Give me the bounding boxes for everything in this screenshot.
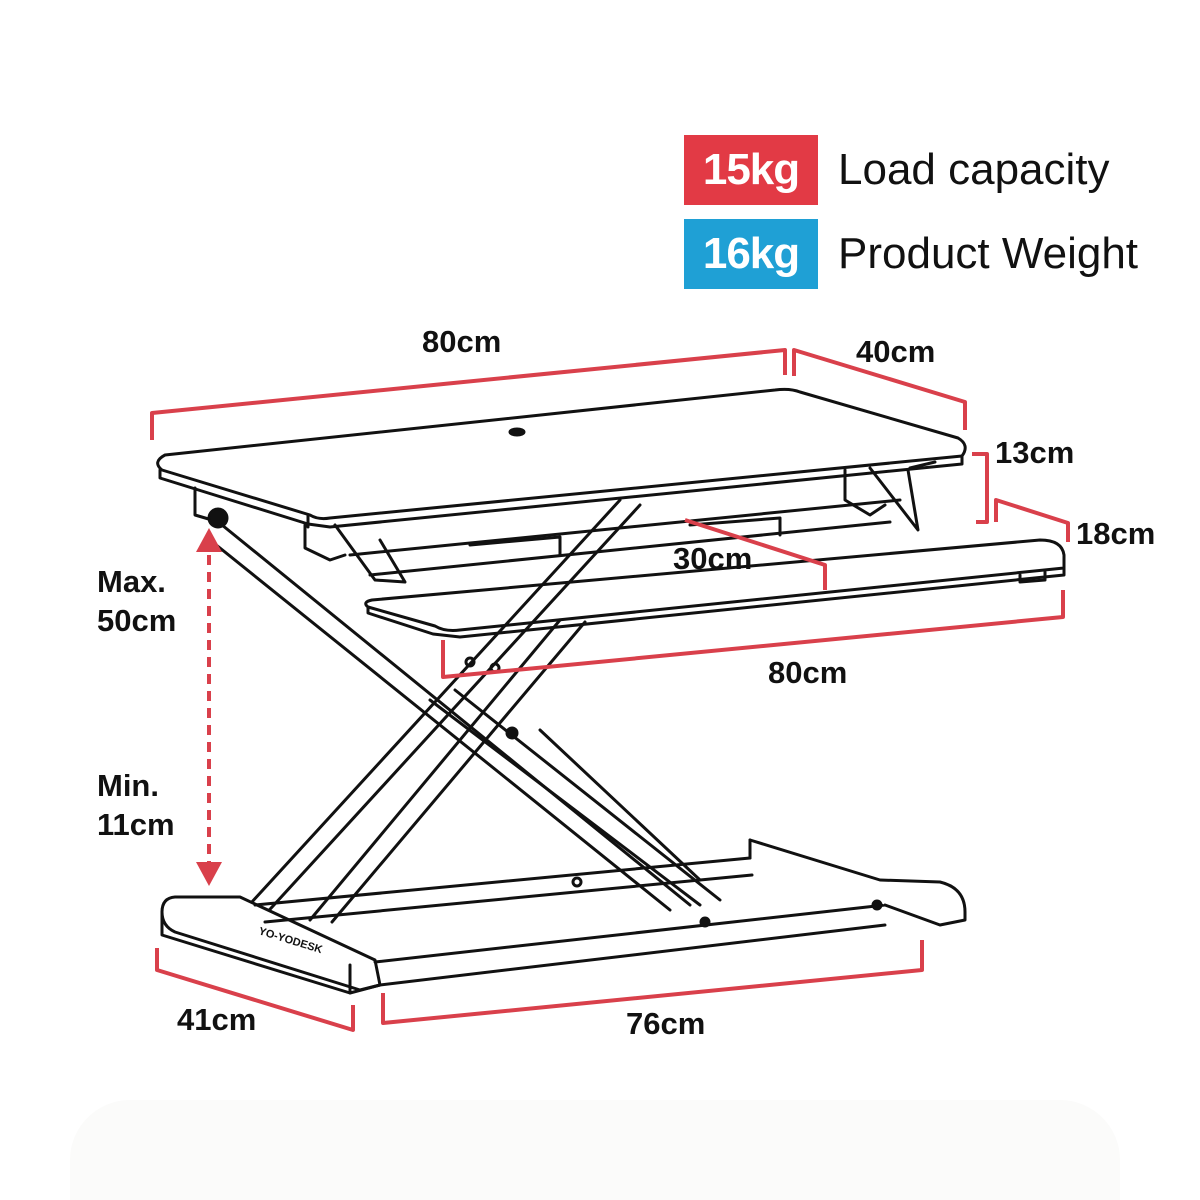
base-depth-dimension [155, 948, 355, 1032]
keyboard-depth-label: 18cm [1076, 516, 1156, 551]
arrow-down-icon [196, 862, 222, 886]
keyboard-depth-dimension [994, 498, 1070, 542]
dimension-lines [150, 348, 1070, 1032]
base-depth-label: 41cm [177, 1002, 257, 1037]
load-capacity-badge: 15kg [684, 135, 818, 205]
keyboard-inner-dimension [684, 518, 827, 590]
height-max-value: 50cm [97, 603, 177, 638]
height-min-value: 11cm [97, 807, 175, 842]
keyboard-width-dimension [441, 590, 1065, 679]
base-width-label: 76cm [626, 1006, 706, 1041]
tier-gap-label: 13cm [995, 435, 1075, 470]
arrow-up-icon [196, 528, 222, 552]
top-width-label: 80cm [422, 324, 502, 359]
top-width-dimension [150, 348, 787, 440]
product-weight-label: Product Weight [838, 229, 1139, 278]
spec-load-capacity: 15kg Load capacity [684, 135, 1110, 205]
load-capacity-label: Load capacity [838, 145, 1110, 194]
tier-gap-dimension [972, 452, 989, 524]
height-min-label: Min. [97, 768, 159, 803]
height-max-label: Max. [97, 564, 166, 599]
height-arrows [196, 528, 222, 886]
top-depth-dimension [792, 348, 967, 430]
keyboard-width-label: 80cm [768, 655, 848, 690]
product-weight-badge: 16kg [684, 219, 818, 289]
top-depth-label: 40cm [856, 334, 936, 369]
keyboard-inner-label: 30cm [673, 541, 753, 576]
floor-shadow [70, 1100, 1120, 1200]
base-width-dimension [381, 940, 924, 1025]
spec-product-weight: 16kg Product Weight [684, 219, 1138, 289]
desk-outline [156, 387, 1066, 995]
